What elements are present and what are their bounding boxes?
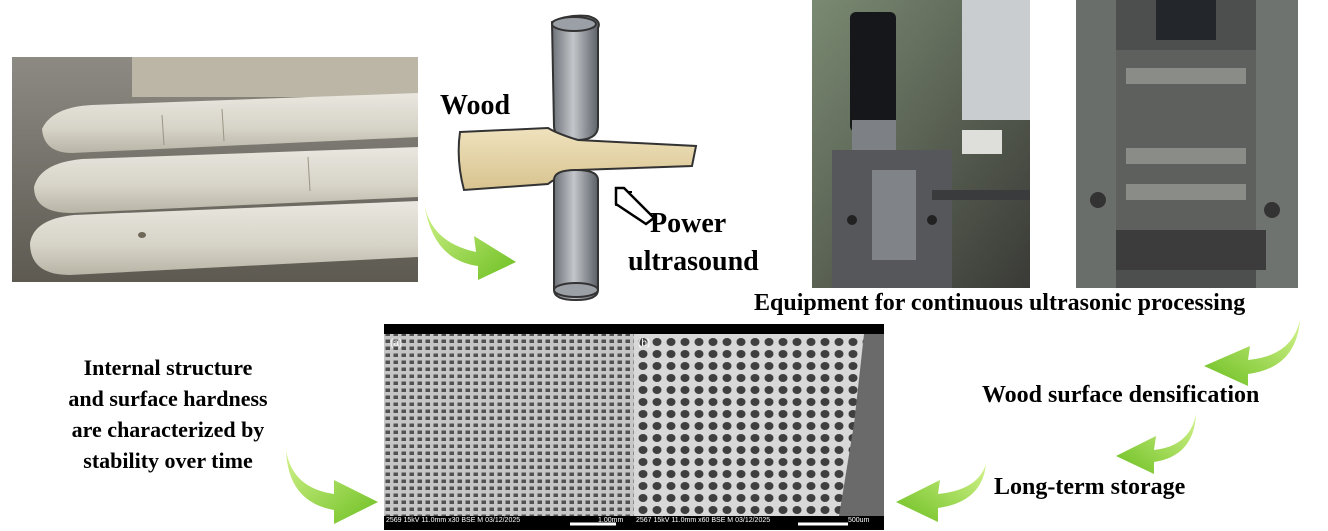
sem-panel-a-info: 2569 15kV 11.0mm x30 BSE M 03/12/2025 (386, 517, 521, 524)
equipment-photo-2 (1076, 0, 1298, 288)
ultrasound-process-diagram (440, 14, 770, 304)
wood-label: Wood (440, 90, 511, 121)
sem-panel-b-letter: (b) (638, 338, 651, 349)
sem-panel-a-letter: (a) (390, 338, 403, 349)
densification-label: Wood surface densification (982, 382, 1260, 408)
flow-arrow-2 (1198, 316, 1306, 388)
sem-panel-a-scale: 1.00mm (598, 517, 624, 524)
flow-arrow-4 (890, 460, 990, 526)
wood-boards-photo (12, 57, 418, 282)
conclusion-line-2: and surface hardness (68, 386, 268, 411)
equipment-caption: Equipment for continuous ultrasonic proc… (754, 290, 1246, 316)
power-ultrasound-label-line2: ultrasound (628, 246, 759, 277)
flow-arrow-1 (418, 194, 528, 284)
sem-panel-b-scale: 500um (848, 517, 870, 524)
conclusion-line-1: Internal structure (83, 355, 253, 380)
conclusion-text: Internal structure and surface hardness … (36, 352, 300, 476)
sem-panel-b-info: 2567 15kV 11.0mm x60 BSE M 03/12/2025 (636, 517, 771, 524)
flow-arrow-3 (1110, 410, 1200, 476)
storage-label: Long-term storage (994, 474, 1186, 500)
sem-micrograph (384, 324, 884, 530)
equipment-photo-1 (812, 0, 1030, 288)
conclusion-line-3: are characterized by (71, 417, 265, 442)
conclusion-line-4: stability over time (83, 448, 253, 473)
flow-arrow-5 (282, 446, 382, 526)
power-ultrasound-label-line1: Power (650, 208, 727, 239)
